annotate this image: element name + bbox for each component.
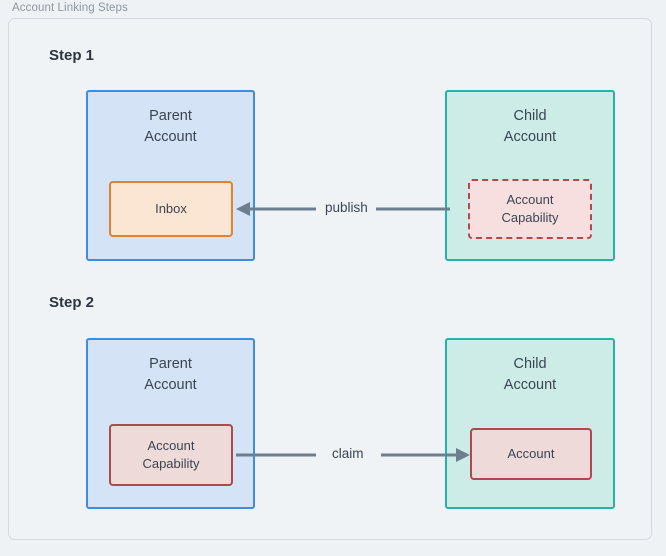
step-2-child-account-box[interactable]: Child Account (445, 338, 615, 509)
claim-arrow (236, 448, 470, 462)
step-2-child-account-title: Child Account (503, 356, 557, 393)
step-1-label: Step 1 (49, 47, 95, 64)
publish-arrow (236, 202, 450, 216)
step-1-account-capability-box[interactable]: Account Capability (468, 179, 592, 239)
figure-title: Account Linking Steps (12, 2, 128, 14)
step-2-account-box[interactable]: Account (470, 428, 592, 480)
step-2-parent-account-title: Parent Account (144, 356, 197, 393)
step-1-child-account-title: Child Account (503, 108, 557, 145)
step-1-inbox-box[interactable]: Inbox (109, 181, 233, 237)
publish-arrow-label: publish (320, 200, 373, 215)
step-2-label: Step 2 (49, 294, 95, 311)
claim-arrow-label: claim (327, 446, 369, 461)
step-1-parent-account-title: Parent Account (144, 108, 197, 145)
step-2-account-capability-box[interactable]: Account Capability (109, 424, 233, 486)
